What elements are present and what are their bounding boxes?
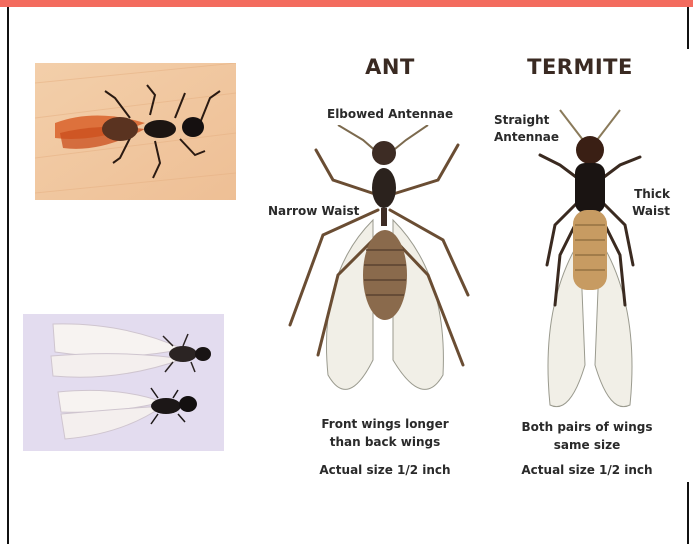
ant-size-label: Actual size 1/2 inch: [298, 462, 472, 479]
ant-antennae-label: Elbowed Antennae: [327, 106, 467, 123]
ant-waist-label: Narrow Waist: [268, 203, 378, 220]
ant-wings-label-line2: than back wings: [300, 434, 470, 451]
ant-wings-label-line1: Front wings longer: [300, 416, 470, 433]
top-accent-bar: [0, 0, 693, 7]
termite-size-label: Actual size 1/2 inch: [500, 462, 674, 479]
termite-wings-label-line1: Both pairs of wings: [502, 419, 672, 436]
ant-heading: ANT: [340, 55, 440, 79]
ant-illustration: [278, 125, 478, 415]
winged-termites-photo: [23, 314, 224, 451]
winged-ant-photo: [35, 63, 236, 200]
termite-illustration: [525, 105, 655, 415]
right-border-line-bottom: [687, 482, 689, 544]
termite-wings-label-line2: same size: [502, 437, 672, 454]
termite-heading: TERMITE: [520, 55, 640, 79]
termite-waist-label: Thick Waist: [618, 186, 670, 220]
left-border-line: [7, 7, 9, 544]
right-border-line-top: [687, 7, 689, 49]
termite-antennae-label: Straight Antennae: [494, 112, 574, 146]
